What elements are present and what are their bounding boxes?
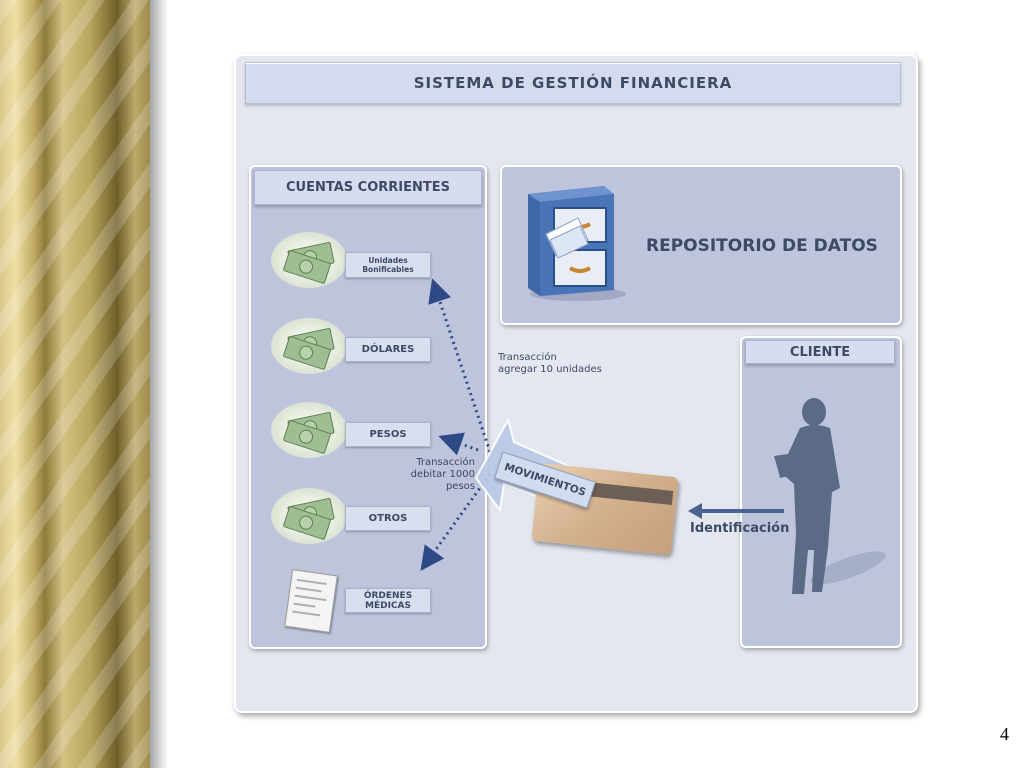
money-icon [271,232,347,288]
account-unidades-bonificables: Unidades Bonificables [345,252,431,278]
transaccion-debitar-note: Transacción debitar 1000 pesos [383,457,475,493]
file-cabinet-icon [528,186,626,301]
note-line1: Transacción [498,352,557,363]
money-icon [271,488,347,544]
money-icon [271,402,347,458]
money-icon [271,318,347,374]
account-ordenes-medicas: ÓRDENES MÉDICAS [345,588,431,613]
client-silhouette-icon [774,398,886,594]
account-pesos: PESOS [345,422,431,447]
diagram-title: SISTEMA DE GESTIÓN FINANCIERA [245,62,901,104]
pillar-shadow [150,0,168,768]
repositorio-label: REPOSITORIO DE DATOS [646,236,878,256]
cuentas-corrientes-header: CUENTAS CORRIENTES [254,170,482,205]
account-label-line1: Unidades [368,256,408,265]
note-line2: debitar 1000 pesos [410,469,475,492]
decorative-pillar [0,0,150,768]
account-otros: OTROS [345,506,431,531]
account-dolares: DÓLARES [345,337,431,362]
identificacion-label: Identificación [690,521,790,536]
account-label-line2: Bonificables [362,265,414,274]
arrow-to-ordenes [420,473,492,571]
page-number: 4 [1000,724,1009,744]
note-line2: agregar 10 unidades [498,364,602,375]
arrow-to-unidades [428,278,492,453]
transaccion-agregar-note: Transacción agregar 10 unidades [498,352,602,376]
arrow-to-pesos [438,432,479,456]
note-line1: Transacción [416,457,475,468]
cliente-header: CLIENTE [745,340,895,364]
